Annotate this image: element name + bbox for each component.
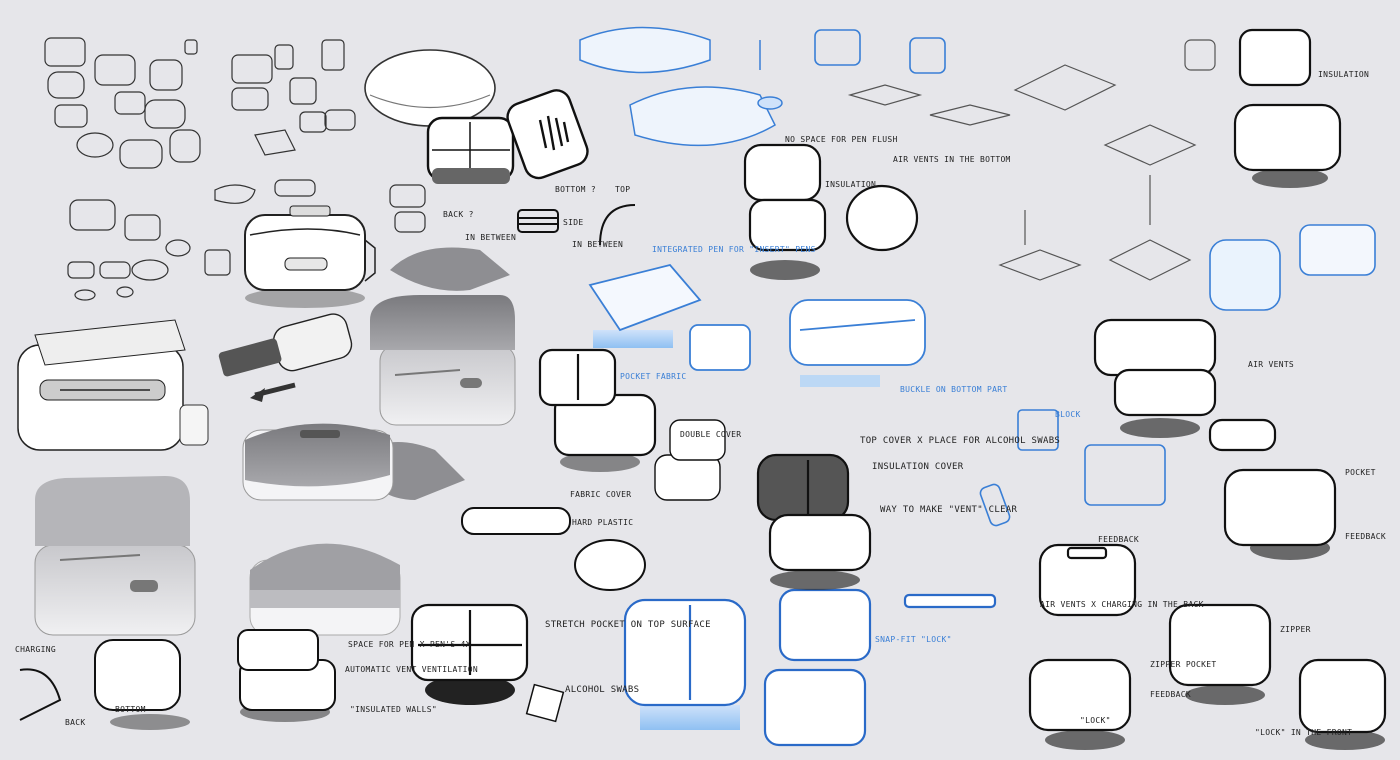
sketch-case-air-vents bbox=[1093, 318, 1277, 452]
annotation-no-space: No space for pen flush bbox=[785, 135, 898, 144]
annotation-zipper: Zipper bbox=[1280, 625, 1311, 634]
annotation-charging: Charging bbox=[15, 645, 56, 654]
render-white-case-open bbox=[370, 295, 516, 426]
sketch-case-insulation bbox=[1233, 28, 1342, 188]
annotation-fabric-cover: Fabric cover bbox=[570, 490, 632, 499]
sketch-case-bottom-vents bbox=[506, 89, 589, 180]
annotation-top-cover: Top cover x place for alcohol swabs bbox=[860, 436, 1061, 446]
annotation-integrated: Integrated pen for "insert" pens bbox=[652, 245, 816, 254]
annotation-automatic-vent: Automatic vent ventilation bbox=[345, 665, 479, 674]
annotation-feedback-3: Feedback bbox=[1150, 690, 1191, 699]
annotation-air-vents-bottom: Air vents in the bottom bbox=[893, 155, 1011, 164]
sketch-case-feedback bbox=[1038, 543, 1137, 617]
annotation-lock-front: "Lock" in the front bbox=[1255, 728, 1353, 737]
annotation-air-vents: Air vents bbox=[1248, 360, 1295, 369]
annotation-side: Side bbox=[563, 218, 584, 227]
sketch-case-pocket bbox=[1223, 468, 1337, 560]
annotation-insulation-c: Insulation bbox=[1318, 70, 1370, 79]
annotation-feedback: Feedback bbox=[1345, 532, 1386, 541]
annotation-back: Back ? bbox=[443, 210, 474, 219]
sketch-alcohol-swab bbox=[525, 683, 565, 723]
annotation-insulated-walls: "Insulated walls" bbox=[350, 705, 437, 714]
annotation-stretch-pocket: Stretch pocket on top surface bbox=[545, 620, 711, 630]
sketch-case-zipper-pocket bbox=[1028, 658, 1132, 750]
sketch-case-zipper bbox=[1168, 603, 1272, 705]
annotation-hard-plastic: Hard plastic bbox=[572, 518, 634, 527]
sketch-charging-case bbox=[19, 639, 190, 730]
annotation-block: Block bbox=[1055, 410, 1081, 419]
annotation-insulation-a: Insulation bbox=[825, 180, 877, 189]
annotation-vent-clear: Way to make "vent" clear bbox=[880, 505, 1018, 515]
annotation-pocket: Pocket bbox=[1345, 468, 1376, 477]
annotation-bottom: Bottom ? bbox=[555, 185, 596, 194]
sketch-main-box-rendered bbox=[244, 205, 376, 308]
annotation-in-between: In between bbox=[465, 233, 517, 242]
sketch-blue-bottom-cases bbox=[623, 588, 997, 747]
sketch-flat-pod bbox=[461, 507, 646, 591]
render-grey-case-closed bbox=[242, 423, 394, 501]
sketch-case-lock-front bbox=[1298, 658, 1387, 750]
sketch-open-case-bottom bbox=[237, 629, 336, 722]
annotation-alcohol-swabs: Alcohol swabs bbox=[565, 685, 640, 695]
annotation-feedback-2: Feedback bbox=[1098, 535, 1139, 544]
render-translucent-lid-case bbox=[249, 543, 401, 636]
annotation-in-between-2: In between bbox=[572, 240, 624, 249]
sketch-insulated-case-open bbox=[743, 143, 919, 280]
annotation-insulation-cover: Insulation cover bbox=[872, 462, 964, 472]
annotation-top: Top bbox=[615, 185, 631, 194]
sketch-cluster-top-left bbox=[44, 37, 356, 169]
sketch-blue-cases-mid bbox=[588, 263, 926, 387]
sketch-top-cover-case bbox=[756, 453, 872, 590]
annotation-lock: "Lock" bbox=[1080, 716, 1111, 725]
annotation-back-small: Back bbox=[65, 718, 86, 727]
sketch-blue-top-cases bbox=[579, 26, 783, 147]
annotation-bottom-small: Bottom bbox=[115, 705, 146, 714]
annotation-double-cover: Double cover bbox=[680, 430, 742, 439]
render-open-syringe-case bbox=[17, 319, 209, 451]
annotation-space-for-pen: Space for pen x pen's 4x bbox=[348, 640, 471, 649]
sketch-oval-pod bbox=[364, 49, 496, 127]
annotation-pocket-fabric: Pocket fabric bbox=[620, 372, 687, 381]
sketch-open-case-small bbox=[654, 419, 726, 501]
annotation-zipper-pocket: Zipper pocket bbox=[1150, 660, 1217, 669]
render-tray-pull bbox=[218, 313, 353, 402]
sketch-side-profile bbox=[517, 204, 636, 246]
annotation-air-vents-charging: Air vents x charging in the back bbox=[1040, 600, 1204, 609]
sketch-open-case-center bbox=[538, 348, 657, 472]
sketch-case-closed-dark bbox=[426, 116, 515, 184]
sketch-case-stretch-pocket bbox=[410, 603, 529, 705]
sketch-iso-blocks bbox=[847, 39, 1216, 281]
annotation-buckle: Buckle on bottom part bbox=[900, 385, 1008, 394]
sketch-blue-cases-right bbox=[814, 29, 1376, 527]
render-white-case-open-left bbox=[34, 476, 196, 636]
annotation-snap-fit: Snap-fit "lock" bbox=[875, 635, 952, 644]
